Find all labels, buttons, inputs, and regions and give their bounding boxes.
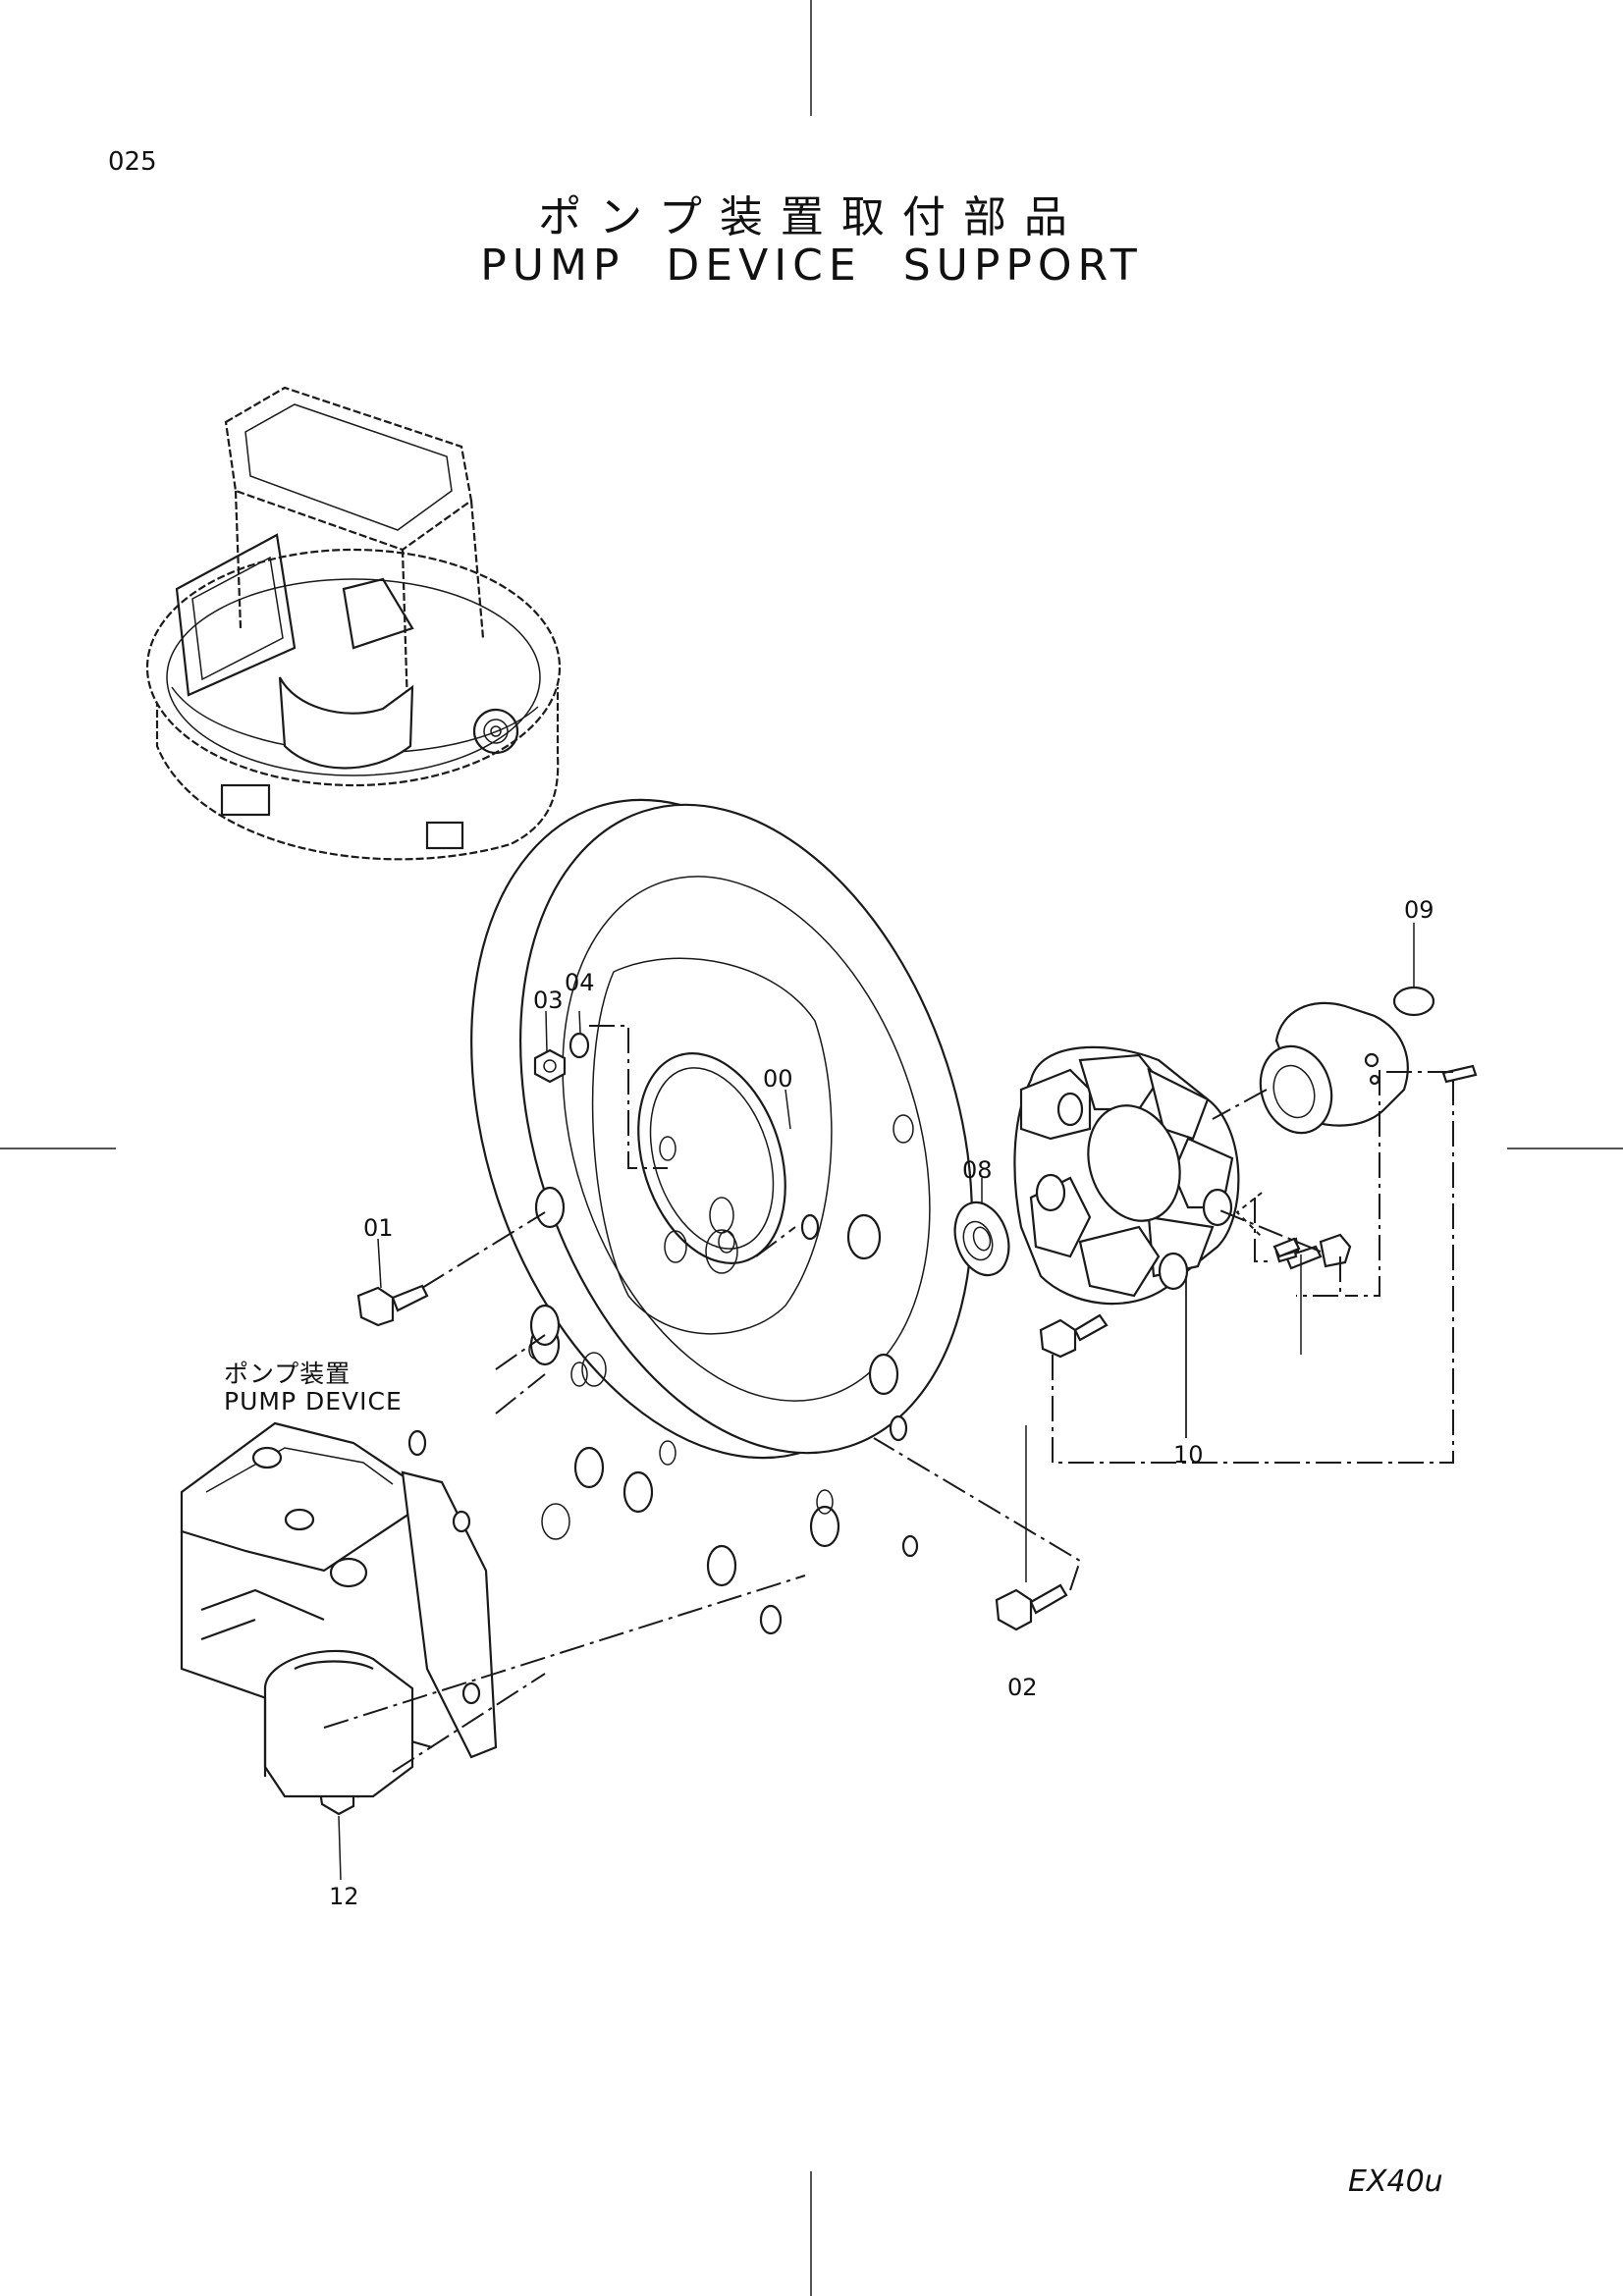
excavator-overview-illustration — [145, 386, 562, 861]
part-label-08: 08 — [962, 1156, 993, 1184]
pump-device — [180, 1421, 498, 1798]
part-label-02: 02 — [1007, 1674, 1038, 1701]
part-label-03: 03 — [533, 987, 564, 1014]
page-number: 025 — [108, 147, 157, 177]
part-label-10: 10 — [1173, 1441, 1204, 1468]
page-title-english: PUMP DEVICE SUPPORT — [480, 240, 1143, 291]
assembly-leader-lines — [323, 1025, 1454, 1773]
coupling-hub — [1259, 986, 1435, 1135]
label-leader-lines — [338, 923, 1415, 1881]
model-code: EX40u — [1348, 2164, 1443, 2199]
sub-assembly-label-japanese: ポンプ装置 — [224, 1360, 352, 1388]
part-label-01: 01 — [363, 1214, 394, 1242]
part-label-00: 00 — [763, 1065, 793, 1093]
washer-08 — [953, 1201, 1010, 1277]
flange-housing — [470, 798, 973, 1635]
part-label-12: 12 — [329, 1883, 359, 1910]
part-label-09: 09 — [1404, 896, 1434, 924]
page-title-japanese: ポンプ装置取付部品 — [538, 192, 1085, 242]
rubber-coupling — [1013, 1045, 1240, 1306]
part-label-04: 04 — [565, 969, 595, 996]
sub-assembly-label-english: PUMP DEVICE — [224, 1387, 403, 1415]
